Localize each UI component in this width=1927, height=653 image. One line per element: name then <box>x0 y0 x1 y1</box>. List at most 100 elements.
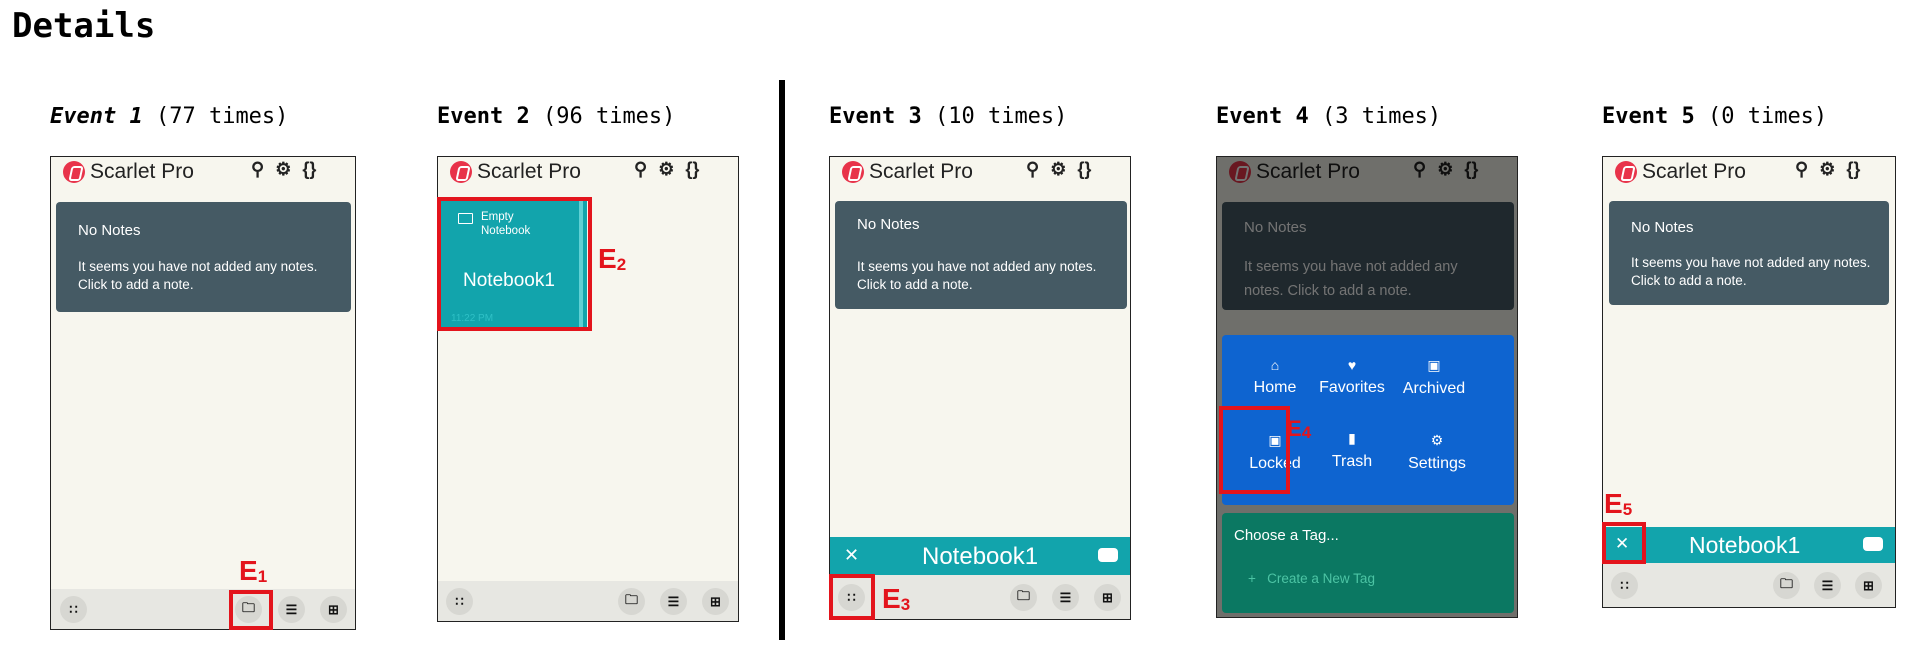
menu-item-settings[interactable]: ⚙Settings <box>1397 432 1477 473</box>
event-5-count: (0 times) <box>1707 104 1828 129</box>
list-view-button[interactable]: ☰ <box>1814 572 1841 599</box>
list-view-button[interactable]: ☰ <box>660 588 687 615</box>
event-4-label: Event 4 (3 times) <box>1216 104 1441 129</box>
event-1-label: Event 1 (77 times) <box>50 104 288 129</box>
section-divider <box>779 80 785 640</box>
notebook-bar-title: Notebook1 <box>922 543 1039 570</box>
add-notebook-button[interactable]: 🗀 <box>1773 572 1800 599</box>
event-1-count: (77 times) <box>155 104 289 129</box>
header-icons: ⚲ ⚙ {} <box>1795 159 1871 180</box>
chat-icon[interactable] <box>1863 537 1883 551</box>
gear-icon[interactable]: ⚙ <box>1819 159 1836 179</box>
app-logo-icon <box>842 161 864 183</box>
braces-icon[interactable]: {} <box>302 159 317 179</box>
event-2-name: Event 2 <box>437 104 530 129</box>
highlight-e2 <box>437 197 592 331</box>
add-notebook-button[interactable]: 🗀 <box>1010 584 1037 611</box>
notebook-time: 11:22 PM <box>451 313 494 324</box>
home-icon: ⌂ <box>1270 357 1280 373</box>
notebook-card[interactable]: Empty Notebook Notebook1 11:22 PM <box>441 198 587 331</box>
grid-menu-button[interactable]: ∷ <box>446 588 473 615</box>
braces-icon[interactable]: {} <box>685 159 700 179</box>
menu-item-home[interactable]: ⌂Home <box>1235 357 1315 397</box>
bottom-bar: ∷ 🗀 ☰ ⊞ <box>438 581 738 621</box>
braces-icon[interactable]: {} <box>1077 159 1092 179</box>
app-logo-icon <box>450 161 472 183</box>
header-icons: ⚲ ⚙ {} <box>634 159 710 180</box>
page-title: Details <box>12 6 156 46</box>
navigation-menu: ⌂Home ♥Favorites ▣Archived ▣Locked ▮Tras… <box>1222 335 1514 505</box>
app-logo-icon <box>63 161 85 183</box>
notebook-icon <box>458 213 473 224</box>
menu-item-archived[interactable]: ▣Archived <box>1394 357 1474 398</box>
card-title: No Notes <box>78 222 141 239</box>
close-icon[interactable]: ✕ <box>844 545 860 565</box>
screenshot-event-4: Scarlet Pro ⚲ ⚙ {} No Notes It seems you… <box>1216 156 1518 618</box>
search-icon[interactable]: ⚲ <box>634 159 648 179</box>
add-note-button[interactable]: ⊞ <box>1094 584 1121 611</box>
tag-chooser: Choose a Tag... + Create a New Tag <box>1222 513 1514 613</box>
menu-item-trash[interactable]: ▮Trash <box>1312 430 1392 471</box>
add-notebook-button[interactable]: 🗀 <box>618 588 645 615</box>
lock-icon: ▣ <box>1268 432 1282 448</box>
no-notes-card[interactable]: No Notes It seems you have not added any… <box>56 202 351 312</box>
card-body: It seems you have not added any notes. C… <box>78 259 318 292</box>
list-view-button[interactable]: ☰ <box>1052 584 1079 611</box>
bottom-bar: ∷ 🗀 ☰ ⊞ <box>1603 563 1895 607</box>
app-header: Scarlet Pro <box>51 157 355 187</box>
menu-item-favorites[interactable]: ♥Favorites <box>1312 357 1392 397</box>
header-icons: ⚲ ⚙ {} <box>1026 159 1102 180</box>
heart-icon: ♥ <box>1347 357 1357 373</box>
list-view-button[interactable]: ☰ <box>278 596 305 623</box>
braces-icon[interactable]: {} <box>1846 159 1861 179</box>
event-3-count: (10 times) <box>934 104 1068 129</box>
search-icon[interactable]: ⚲ <box>1026 159 1040 179</box>
search-icon[interactable]: ⚲ <box>251 159 265 179</box>
add-note-button[interactable]: ⊞ <box>702 588 729 615</box>
notebook-bar: ✕ Notebook1 <box>1603 527 1895 563</box>
card-body: It seems you have not added any notes. C… <box>857 259 1097 292</box>
grid-menu-button[interactable]: ∷ <box>838 584 865 611</box>
notebook-name: Notebook1 <box>463 270 555 291</box>
grid-menu-button[interactable]: ∷ <box>60 596 87 623</box>
event-2-label: Event 2 (96 times) <box>437 104 675 129</box>
app-logo-icon <box>1615 161 1637 183</box>
notebook-spine <box>579 198 583 331</box>
close-icon[interactable]: ✕ <box>1615 534 1630 553</box>
grid-menu-button[interactable]: ∷ <box>1611 572 1638 599</box>
archive-icon: ▣ <box>1427 357 1441 373</box>
card-title: No Notes <box>857 216 920 233</box>
card-title: No Notes <box>1631 219 1694 236</box>
gear-icon[interactable]: ⚙ <box>275 159 292 179</box>
screenshot-event-1: Scarlet Pro ⚲ ⚙ {} No Notes It seems you… <box>50 156 356 630</box>
header-icons: ⚲ ⚙ {} <box>251 159 327 180</box>
search-icon[interactable]: ⚲ <box>1795 159 1809 179</box>
app-header: Scarlet Pro <box>1603 157 1895 187</box>
add-notebook-button[interactable]: 🗀 <box>235 596 262 623</box>
chat-icon[interactable] <box>1098 548 1118 562</box>
event-3-label: Event 3 (10 times) <box>829 104 1067 129</box>
add-note-button[interactable]: ⊞ <box>320 596 347 623</box>
screenshot-event-3: Scarlet Pro ⚲ ⚙ {} No Notes It seems you… <box>829 156 1131 620</box>
bottom-bar: ∷ 🗀 ☰ ⊞ <box>830 575 1130 619</box>
marker-e2: E2 <box>598 243 627 275</box>
event-3-name: Event 3 <box>829 104 922 129</box>
no-notes-card[interactable]: No Notes It seems you have not added any… <box>1609 201 1889 305</box>
notebook-bar-title: Notebook1 <box>1689 532 1801 558</box>
marker-e5: E5 <box>1604 488 1633 520</box>
gear-icon[interactable]: ⚙ <box>1050 159 1067 179</box>
marker-e3: E3 <box>882 583 911 615</box>
marker-e1: E1 <box>239 555 268 587</box>
highlight-e1 <box>229 590 273 630</box>
app-title: Scarlet Pro <box>869 160 973 183</box>
add-note-button[interactable]: ⊞ <box>1855 572 1882 599</box>
card-body: It seems you have not added any notes. C… <box>1631 255 1871 288</box>
highlight-e3 <box>829 574 875 620</box>
create-tag-button[interactable]: + Create a New Tag <box>1248 571 1375 586</box>
notebook-type: Empty Notebook <box>481 211 531 237</box>
no-notes-card[interactable]: No Notes It seems you have not added any… <box>835 201 1127 309</box>
gear-icon: ⚙ <box>1430 432 1444 448</box>
tag-chooser-title: Choose a Tag... <box>1234 527 1339 544</box>
highlight-e5 <box>1602 522 1646 564</box>
gear-icon[interactable]: ⚙ <box>658 159 675 179</box>
